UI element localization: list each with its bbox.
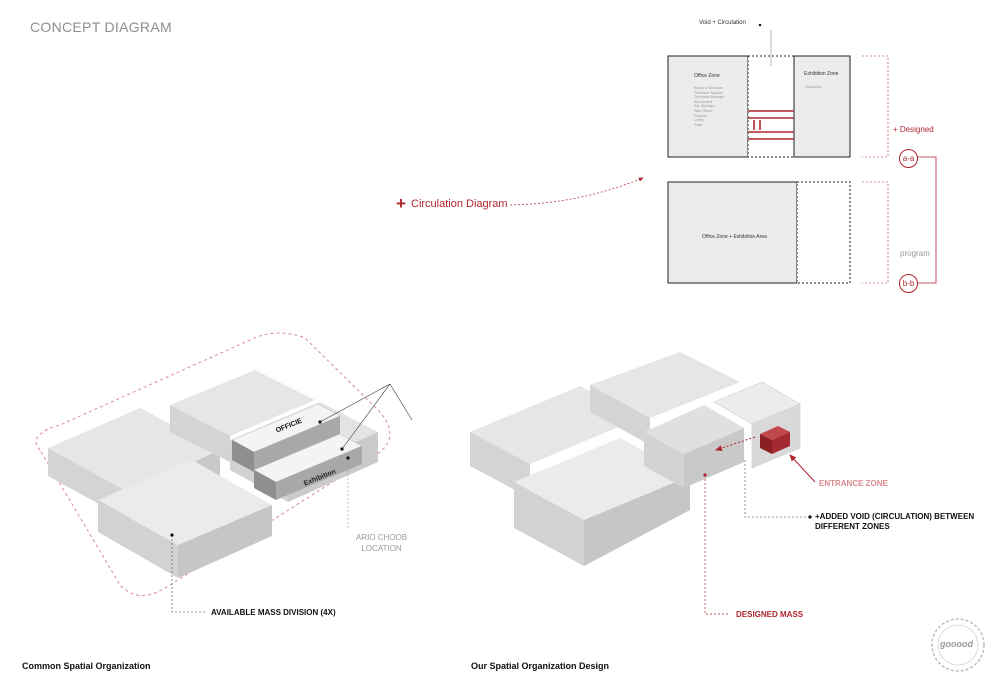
exhibition-zone-title: Exhibition Zone — [804, 71, 839, 77]
exhibition-zone-box — [793, 55, 851, 158]
right-massing-model — [470, 352, 816, 615]
watermark-badge — [931, 618, 985, 672]
circulation-plus-icon: + — [396, 194, 406, 213]
program-bracket — [862, 181, 889, 284]
aa-bb-connector — [916, 156, 937, 284]
exhibition-bar — [253, 433, 363, 500]
office-zone-items: Board of Directors Technical Support Tec… — [694, 86, 725, 127]
section-tag-bb: b-b — [899, 274, 918, 293]
caption-our-design: Our Spatial Organization Design — [471, 661, 610, 671]
office-bar — [231, 403, 341, 472]
watermark-text: gooood — [940, 639, 973, 649]
mass-division-label: AVAILABLE MASS DIVISION (4X) — [211, 608, 336, 617]
merged-zone-box — [667, 181, 798, 284]
section-tag-aa: a-a — [899, 149, 918, 168]
left-massing-model — [35, 332, 413, 613]
void-circulation-label: Void + Circulation — [699, 20, 746, 26]
mass-block-front-left — [98, 460, 272, 578]
exhibition-zone-items: Education — [806, 85, 822, 89]
section-bb-diagram — [667, 156, 937, 284]
designed-mass-block — [760, 426, 790, 454]
r-mass-block-front-right — [644, 405, 744, 488]
program-label: program — [900, 249, 930, 258]
circulation-arrow — [509, 177, 644, 206]
office-zone-title: Office Zone — [694, 73, 720, 79]
section-aa-diagram — [667, 23, 889, 158]
location-label: ARIO CHOOB LOCATION — [356, 533, 408, 553]
designed-label: + Designed — [893, 125, 934, 134]
page-title: CONCEPT DIAGRAM — [30, 19, 172, 35]
caption-common: Common Spatial Organization — [22, 661, 151, 671]
bb-void-box — [796, 181, 851, 284]
designed-mass-label: DESIGNED MASS — [736, 610, 804, 619]
mass-block-back-right — [170, 370, 315, 462]
r-mass-block-back-right — [590, 352, 740, 445]
added-void-label: +ADDED VOID (CIRCULATION) BETWEEN DIFFER… — [815, 512, 975, 531]
circulation-diagram-label: Circulation Diagram — [411, 198, 508, 210]
merged-zone-label: Office Zone + Exhibition Area — [702, 234, 767, 240]
circulation-bridges — [748, 110, 794, 140]
office-zone-box — [667, 55, 749, 158]
void-zone-box — [747, 55, 795, 158]
designed-bracket — [862, 55, 889, 158]
entrance-zone-label: ENTRANCE ZONE — [819, 479, 888, 488]
